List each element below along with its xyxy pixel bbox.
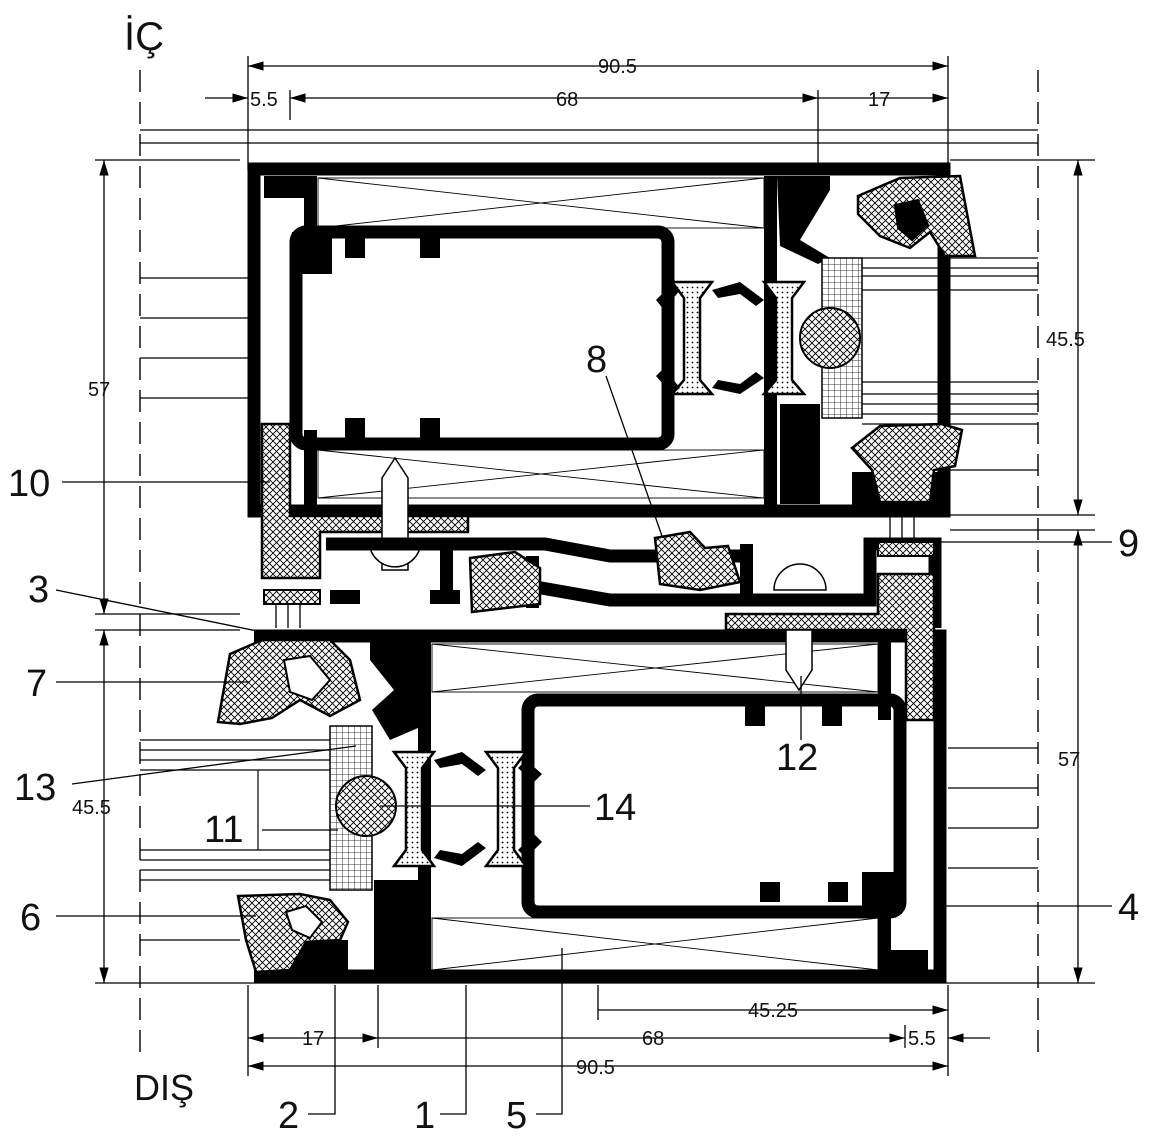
central-frame (326, 516, 942, 628)
reference-lines (95, 70, 1095, 1060)
side-labels: İÇ DIŞ (124, 14, 194, 1108)
callout-10: 10 (8, 463, 50, 505)
callout-numbers: 1 2 3 4 5 6 7 8 9 10 11 12 13 14 (8, 339, 1139, 1137)
thermal-barriers-upper (656, 280, 807, 396)
lower-seals (216, 572, 936, 974)
callout-8: 8 (586, 339, 607, 381)
callout-1: 1 (414, 1095, 435, 1137)
callout-2: 2 (278, 1095, 299, 1137)
dim-bottom-left: 17 (302, 1028, 324, 1050)
callout-11: 11 (204, 809, 243, 851)
callout-12: 12 (776, 737, 818, 779)
callout-3: 3 (28, 569, 49, 611)
glass-lower-left (140, 739, 330, 941)
upper-sash-profile (247, 162, 951, 518)
dim-left-lower: 45.5 (72, 797, 111, 819)
callout-6: 6 (20, 897, 41, 939)
dimension-values: 90.5 5.5 68 17 17 68 5.5 90.5 45.25 57 4… (72, 56, 1085, 1079)
dim-left-upper: 57 (88, 379, 110, 401)
callout-4: 4 (1118, 887, 1139, 929)
dimension-lines (99, 56, 1083, 1076)
outside-label: DIŞ (134, 1067, 194, 1108)
upper-seals (260, 174, 977, 628)
glass-upper-left (140, 277, 248, 399)
leader-lines (55, 375, 1112, 1115)
dim-top-left: 5.5 (250, 89, 278, 111)
callout-5: 5 (506, 1095, 527, 1137)
dim-bottom-right: 5.5 (908, 1028, 936, 1050)
dim-top-right: 17 (868, 89, 890, 111)
callout-7: 7 (26, 663, 47, 705)
dim-right-lower: 57 (1058, 749, 1080, 771)
glass-lower-right (948, 747, 1038, 869)
thermal-barriers-lower (391, 750, 542, 868)
dim-right-upper: 45.5 (1046, 329, 1085, 351)
dim-bottom-inner: 45.25 (748, 1000, 798, 1022)
dim-top-total: 90.5 (598, 56, 637, 78)
dim-bottom-total: 90.5 (576, 1057, 615, 1079)
dim-top-mid: 68 (556, 89, 578, 111)
dim-bottom-mid: 68 (642, 1028, 664, 1050)
callout-9: 9 (1118, 523, 1139, 565)
callout-14: 14 (594, 787, 636, 829)
callout-13: 13 (14, 767, 56, 809)
lower-sash-profile (254, 629, 947, 983)
inside-label: İÇ (124, 14, 164, 59)
